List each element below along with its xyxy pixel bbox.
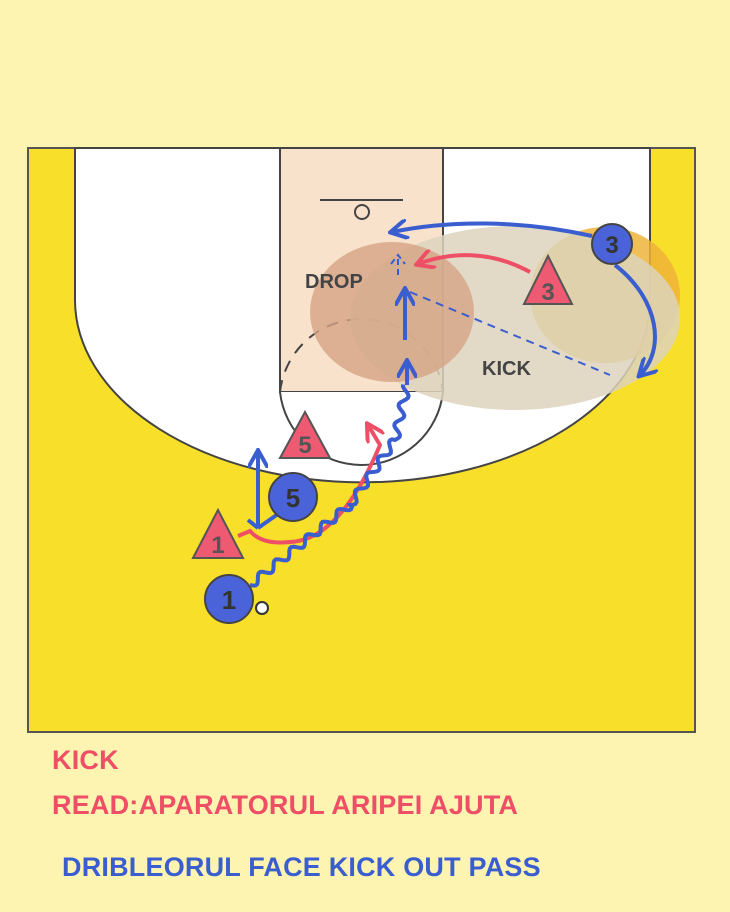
offense-player-1[interactable]: 1 [204, 574, 254, 624]
defender-5[interactable]: 5 [278, 409, 332, 459]
svg-text:3: 3 [541, 279, 554, 306]
caption-read: READ:APARATORUL ARIPEI AJUTA [52, 790, 519, 820]
svg-text:5: 5 [298, 432, 311, 459]
offense-player-5[interactable]: 5 [268, 472, 318, 522]
svg-text:5: 5 [286, 483, 300, 513]
defender-3[interactable]: 3 [522, 253, 574, 306]
rim [354, 204, 370, 220]
ball-icon [255, 601, 269, 615]
svg-text:1: 1 [211, 532, 224, 559]
help-path-x3 [418, 255, 531, 274]
offense-player-3[interactable]: 3 [591, 223, 633, 265]
cut-path-3 [392, 223, 593, 236]
cut-path-x1 [237, 425, 380, 545]
drop-zone [310, 242, 474, 382]
defender-1[interactable]: 1 [191, 507, 245, 559]
svg-text:3: 3 [605, 232, 618, 259]
caption-title: KICK [52, 745, 119, 775]
screen-line-5 [246, 512, 280, 530]
kick-label: KICK [482, 358, 531, 380]
svg-text:1: 1 [222, 585, 236, 615]
dribble-path [249, 384, 411, 588]
drop-label: DROP [305, 271, 363, 293]
drop-pass-tip [390, 253, 406, 275]
caption-action: DRIBLEORUL FACE KICK OUT PASS [62, 852, 541, 882]
drift-path-3 [613, 263, 655, 375]
